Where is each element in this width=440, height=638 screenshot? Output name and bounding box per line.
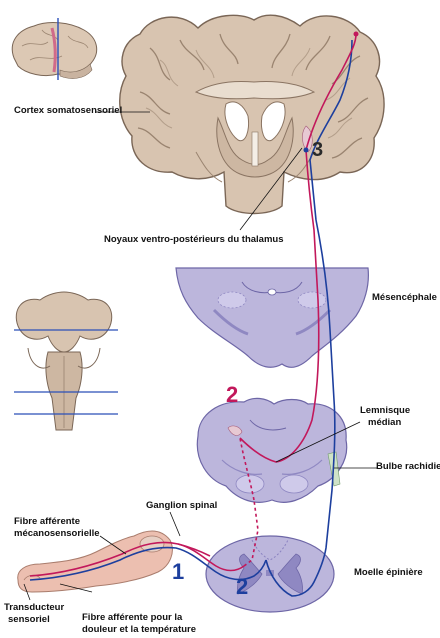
thalamus-relay-dot — [304, 148, 309, 153]
coronal-brain-section — [120, 15, 384, 213]
sensory-transducer-label-line1: Transducteur — [4, 602, 64, 613]
mechanosensory-fiber-label-line2: mécanosensorielle — [14, 528, 100, 539]
mesencephalon-label: Mésencéphale — [372, 292, 437, 303]
pain-temperature-fiber-label-line1: Fibre afférente pour la — [82, 612, 182, 623]
finger-skin — [18, 531, 173, 592]
step-2-number-spinal: 2 — [236, 576, 248, 598]
step-3-number: 3 — [312, 139, 323, 161]
pain-temperature-fiber-label-line2: douleur et la température — [82, 624, 196, 635]
spinal-cord-label: Moelle épinière — [354, 567, 423, 578]
brain-orientation-icon — [12, 18, 96, 80]
thalamus-nuclei-label: Noyaux ventro-postérieurs du thalamus — [104, 234, 283, 245]
mechanosensory-fiber-label-line1: Fibre afférente — [14, 516, 80, 527]
brainstem-orientation-icon — [14, 292, 118, 430]
sensory-transducer-label-line2: sensoriel — [8, 614, 50, 625]
mesencephalon-section — [176, 268, 368, 367]
medial-lemniscus-label-line2: médian — [368, 417, 401, 428]
cortex-somatosensory-label: Cortex somatosensoriel — [14, 105, 122, 116]
cortex-endpoint-dot — [354, 32, 359, 37]
step-1-number: 1 — [172, 561, 184, 583]
spinal-ganglion-label: Ganglion spinal — [146, 500, 217, 511]
medulla-label: Bulbe rachidien — [376, 461, 440, 472]
medulla-section — [197, 398, 346, 502]
step-2-number-medulla: 2 — [226, 384, 238, 406]
spinal-cord-section — [206, 536, 334, 612]
medial-lemniscus-label-line1: Lemnisque — [360, 405, 410, 416]
